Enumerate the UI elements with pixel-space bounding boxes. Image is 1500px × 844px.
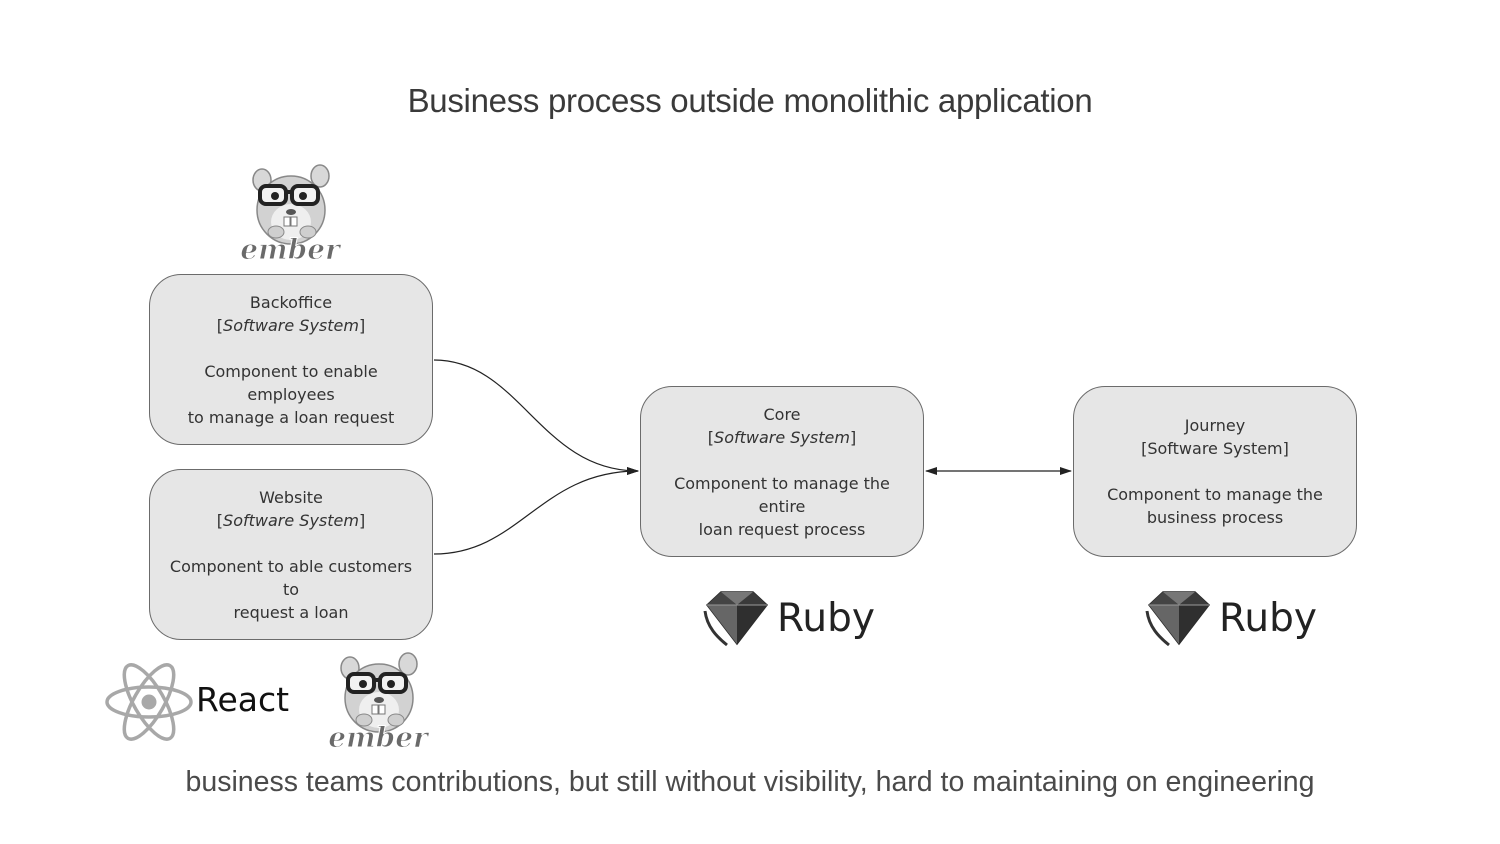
box-description: request a loan: [233, 602, 349, 622]
backoffice-box: Backoffice [Software System] Component t…: [149, 274, 433, 445]
slide-title: Business process outside monolithic appl…: [407, 82, 1093, 119]
box-type: [Software System]: [216, 315, 366, 335]
connector-website-core: [433, 467, 639, 555]
box-description: to manage a loan request: [187, 407, 395, 427]
ruby-label: Ruby: [1219, 596, 1317, 641]
react-atom-icon: [105, 663, 193, 741]
ember-hamster-icon: ember: [328, 652, 431, 752]
website-box: Website [Software System] Component to a…: [149, 469, 433, 640]
box-name: Backoffice: [249, 292, 333, 312]
journey-box: Journey [Software System] Component to m…: [1073, 386, 1357, 557]
core-box: Core [Software System] Component to mana…: [640, 386, 924, 557]
svg-text:ember: ember: [328, 721, 430, 752]
ruby-gem-icon: [703, 591, 769, 647]
box-description: business process: [1146, 508, 1284, 527]
svg-text:ember: ember: [240, 233, 342, 264]
ruby-label: Ruby: [777, 596, 875, 641]
box-name: Journey: [1184, 416, 1246, 435]
ember-hamster-icon: ember: [240, 164, 343, 264]
box-description: Component to enable employees: [204, 361, 378, 404]
box-description: loan request process: [698, 519, 866, 539]
box-description: Component to manage the: [1107, 485, 1323, 504]
react-label: React: [196, 680, 290, 719]
slide-caption: business teams contributions, but still …: [185, 766, 1315, 798]
box-name: Core: [763, 404, 801, 424]
box-type: [Software System]: [707, 427, 857, 447]
box-type: [Software System]: [1141, 439, 1289, 458]
box-name: Website: [259, 487, 323, 507]
box-type: [Software System]: [216, 510, 366, 530]
connector-backoffice-core: [433, 359, 639, 475]
box-description: Component to manage the entire: [674, 473, 890, 516]
ruby-gem-icon: [1145, 591, 1211, 647]
box-description: Component to able customers to: [169, 556, 413, 599]
